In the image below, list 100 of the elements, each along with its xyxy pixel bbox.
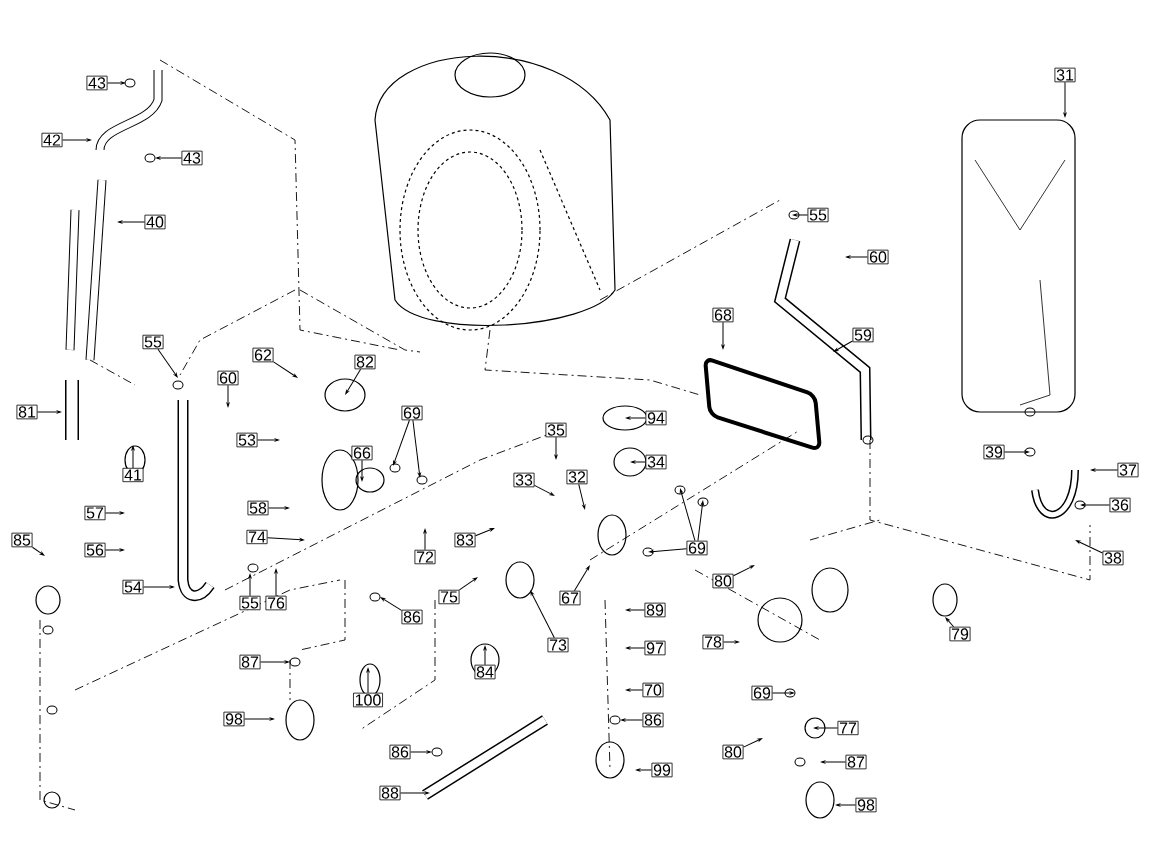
leader-line (131, 446, 135, 469)
callout-number: 75 (438, 589, 460, 605)
callout-number: 100 (353, 692, 383, 708)
leader-line (621, 718, 643, 722)
leader-line (260, 660, 289, 664)
callout-number: 72 (414, 549, 436, 565)
callout-number: 39 (983, 444, 1005, 460)
callout-number: 70 (642, 682, 664, 698)
callout-number: 80 (712, 573, 734, 589)
leader-line (248, 574, 252, 597)
leader-line (423, 529, 427, 551)
leader-line (458, 577, 478, 591)
leader-line (226, 384, 230, 407)
leader-line (257, 438, 279, 442)
leader-line (118, 220, 145, 224)
callout-number: 42 (41, 132, 63, 148)
leader-line (743, 738, 763, 748)
leader-line (1081, 503, 1110, 507)
callout-number: 38 (1102, 550, 1124, 566)
leader-line (636, 768, 652, 772)
callout-number: 32 (566, 469, 588, 485)
callout-number: 60 (217, 370, 239, 386)
leader-line (267, 537, 304, 542)
leader-line (393, 419, 410, 465)
leader-line (626, 416, 646, 420)
callout-number: 37 (1117, 462, 1139, 478)
leader-line (412, 419, 421, 477)
leader-line (360, 459, 364, 481)
leader-line (244, 717, 274, 721)
leader-line (723, 640, 739, 644)
leader-line (475, 528, 495, 537)
callout-number: 83 (454, 532, 476, 548)
leader-line (649, 548, 687, 554)
leader-line (554, 436, 558, 459)
callout-number: 43 (86, 75, 108, 91)
leader-line (143, 585, 174, 589)
callout-number: 74 (246, 529, 268, 545)
leader-line (679, 489, 696, 542)
leader-line (105, 511, 124, 515)
callout-number: 86 (401, 609, 423, 625)
leader-line (721, 321, 725, 349)
leader-line (626, 646, 645, 650)
callout-number: 69 (401, 405, 423, 421)
callout-number: 55 (807, 207, 829, 223)
callout-number: 56 (84, 542, 106, 558)
callout-number: 36 (1109, 497, 1131, 513)
callout-number: 82 (354, 354, 376, 370)
callout-number: 35 (545, 422, 567, 438)
callout-number: 98 (855, 797, 877, 813)
leader-line (578, 483, 586, 509)
callout-number: 68 (712, 307, 734, 323)
callout-number: 84 (474, 664, 496, 680)
callout-number: 43 (181, 150, 203, 166)
callout-number: 62 (252, 347, 274, 363)
callout-number: 77 (837, 720, 859, 736)
leader-line (156, 156, 182, 160)
callout-number: 94 (645, 410, 667, 426)
callout-number: 99 (651, 762, 673, 778)
leader-line (697, 501, 704, 542)
leader-line (821, 760, 846, 764)
callout-number: 79 (949, 626, 971, 642)
leader-line (631, 460, 646, 464)
callout-number: 78 (702, 634, 724, 650)
leader-line (814, 726, 838, 730)
callout-number: 88 (379, 785, 401, 801)
leader-line (37, 410, 61, 414)
leader-line (1091, 468, 1118, 472)
callout-number: 98 (223, 711, 245, 727)
callout-number: 55 (142, 334, 164, 350)
leader-line (483, 646, 487, 666)
callout-number: 69 (751, 685, 773, 701)
callout-number: 31 (1054, 67, 1076, 83)
callout-number: 85 (11, 532, 33, 548)
callout-number: 59 (852, 327, 874, 343)
leader-line (268, 506, 289, 510)
leader-line (836, 803, 856, 807)
leader-line (400, 791, 429, 795)
callout-number: 41 (122, 467, 144, 483)
leader-line (31, 546, 45, 556)
callout-number: 76 (265, 595, 287, 611)
callout-number: 86 (642, 712, 664, 728)
leader-line (345, 368, 362, 395)
leader-line (772, 691, 794, 695)
leader-line (733, 565, 755, 577)
leader-line (273, 361, 298, 378)
leader-line (534, 484, 555, 496)
callout-number: 58 (247, 500, 269, 516)
callout-number: 34 (645, 454, 667, 470)
leader-line (157, 348, 178, 378)
callout-number: 33 (513, 472, 535, 488)
callout-number: 87 (845, 754, 867, 770)
callout-number: 53 (236, 432, 258, 448)
callout-number: 73 (547, 637, 569, 653)
leader-line (573, 565, 590, 592)
leader-line (793, 213, 808, 217)
leader-line (846, 255, 868, 259)
leader-line (945, 617, 955, 628)
leader-line (107, 81, 125, 85)
leader-line (626, 608, 645, 612)
leader-line (380, 597, 402, 611)
